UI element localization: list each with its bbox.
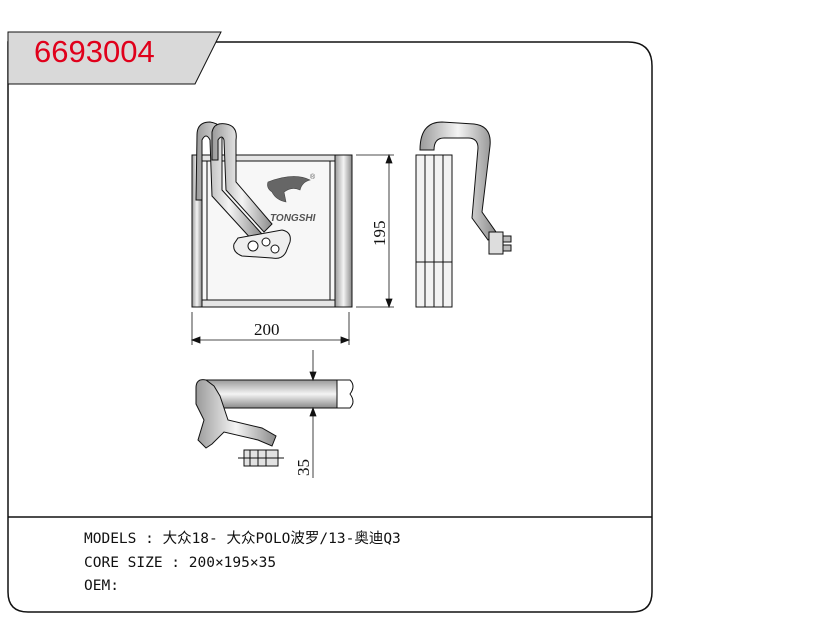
front-pipe-inner [211, 123, 273, 233]
spec-oem: OEM: [84, 578, 119, 594]
side-pipe [419, 121, 497, 241]
brand-text: TONGSHI [270, 213, 316, 224]
side-view [415, 121, 512, 308]
height-dimension [356, 153, 394, 309]
registered-mark: ® [310, 173, 316, 181]
top-view [195, 379, 354, 467]
spec-models: MODELS : 大众18- 大众POLO波罗/13-奥迪Q3 [84, 531, 401, 547]
height-label: 195 [370, 221, 389, 247]
depth-label: 35 [294, 459, 313, 476]
part-number-tab [7, 31, 222, 85]
spec-core-size: CORE SIZE : 200×195×35 [84, 555, 277, 571]
depth-dimension [309, 350, 317, 478]
width-dimension [190, 312, 351, 345]
top-core [204, 379, 346, 409]
width-label: 200 [254, 320, 280, 339]
part-number: 6693004 [34, 34, 155, 69]
frame-border [7, 41, 653, 613]
tongshi-logo: ® TONGSHI [267, 173, 316, 224]
front-view [191, 121, 353, 308]
top-pipe [195, 379, 277, 449]
